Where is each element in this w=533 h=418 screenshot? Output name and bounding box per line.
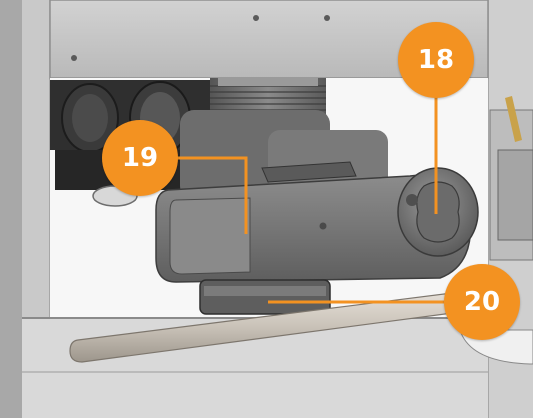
callout-18-label: 18 (417, 45, 455, 75)
screw-hole (71, 55, 77, 61)
callout-18: 18 (398, 22, 474, 98)
leader-line-19 (172, 156, 248, 234)
callout-19-label: 19 (121, 143, 159, 173)
left-frame (0, 0, 22, 418)
valve-knob (397, 167, 479, 257)
callout-20-label: 20 (463, 287, 501, 317)
callout-20: 20 (444, 264, 520, 340)
screw-hole (253, 15, 259, 21)
outlet-collar (199, 279, 331, 315)
callout-19: 19 (102, 120, 178, 196)
fitting (505, 96, 522, 142)
housing-screw (319, 222, 327, 230)
housing-end-cap (169, 197, 251, 275)
housing-slot (261, 161, 357, 183)
screw-hole (324, 15, 330, 21)
